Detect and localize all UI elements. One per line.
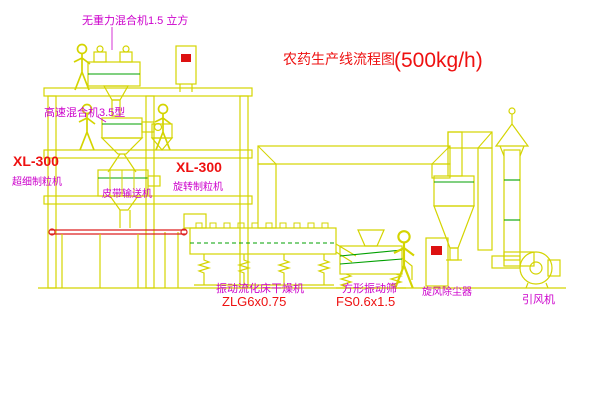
label-fan-name: 引风机 [522, 292, 555, 306]
label-cyclone-name: 旋风除尘器 [422, 285, 472, 298]
vent-cap [494, 107, 530, 157]
label-high-speed-mixer: 高速混合机3.5型 [44, 105, 125, 119]
rotary-granulator [97, 169, 161, 228]
fluid-bed-dryer [183, 213, 357, 286]
worker-figure [154, 103, 172, 151]
high-speed-mixer [100, 117, 174, 173]
label-dryer-model: ZLG6x0.75 [222, 294, 286, 309]
label-zero-gravity-mixer: 无重力混合机1.5 立方 [82, 13, 188, 27]
label-dryer-name: 振动流化床干燥机 [216, 281, 304, 295]
label-belt-conveyor: 皮带输送机 [102, 187, 152, 200]
label-granulator-mid-model: XL-300 [176, 159, 222, 175]
leader-lines [97, 27, 113, 123]
label-sieve-name: 方形振动筛 [342, 281, 397, 295]
belt-conveyor [48, 228, 188, 288]
control-cabinet-2 [425, 237, 449, 287]
label-granulator-left-model: XL-300 [13, 153, 59, 169]
label-sieve-model: FS0.6x1.5 [336, 294, 395, 309]
cyclone-separator [433, 175, 475, 261]
induced-draft-fan [503, 251, 561, 289]
page-title: 农药生产线流程图 [283, 51, 395, 67]
zero-gravity-mixer [87, 45, 141, 117]
exhaust-stack [494, 107, 530, 261]
label-granulator-mid-name: 旋转制粒机 [173, 180, 223, 193]
page-title-capacity: (500kg/h) [394, 49, 483, 72]
exhaust-duct [257, 131, 521, 269]
label-granulator-left-name: 超细制粒机 [12, 175, 62, 188]
control-cabinet-1 [175, 45, 197, 92]
